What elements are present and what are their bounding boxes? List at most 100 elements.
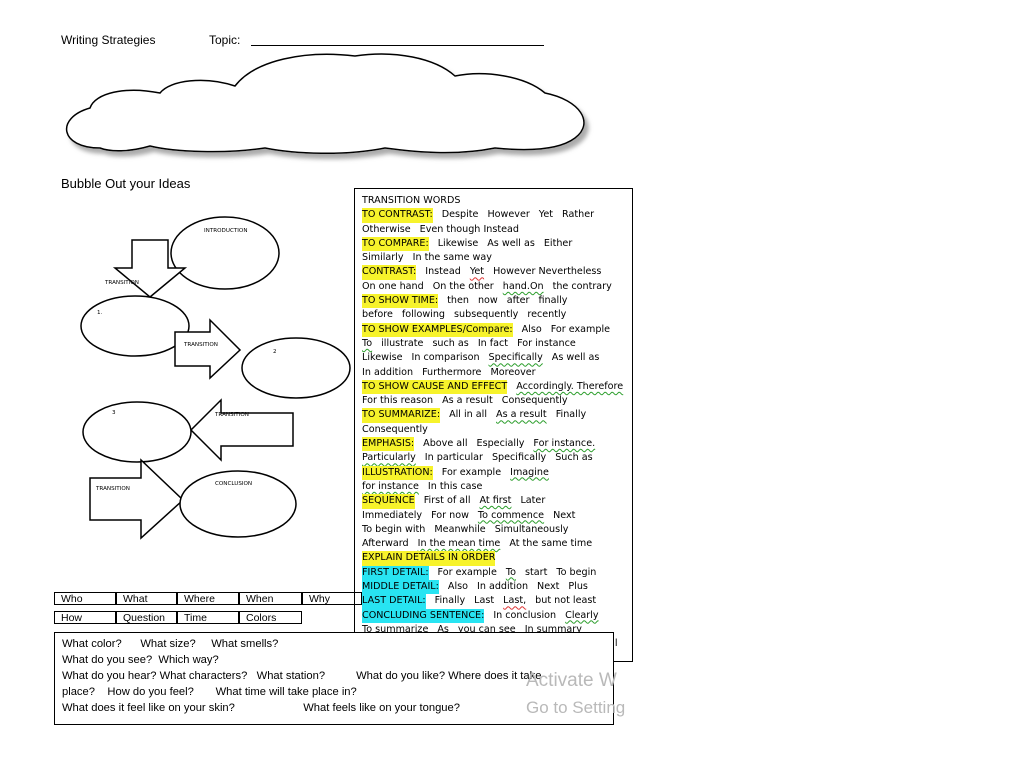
sensory-prompts-box: What color? What size? What smells?What … [54, 632, 614, 725]
transition-word: Either [543, 237, 573, 249]
transition-word: but not least [535, 595, 597, 607]
transition-word: However [487, 209, 530, 221]
transition-word: For instance [517, 337, 576, 349]
introduction-bubble [170, 216, 280, 290]
transition-word: In fact [477, 337, 509, 349]
transition-word: All in all [449, 409, 488, 421]
topic-label: Topic: [209, 33, 241, 47]
transition-word: illustrate [381, 337, 424, 349]
activate-windows-watermark: Activate W [526, 670, 617, 691]
transition-arrow-left [189, 398, 294, 462]
transition-word: In particular [424, 452, 483, 464]
transition-word: Immediately [362, 509, 423, 521]
transition-arrow-right-2 [89, 458, 185, 540]
transition-word: then [447, 295, 469, 307]
transition-word: Even though Instead [419, 223, 519, 235]
transition-word: Meanwhile [434, 523, 486, 535]
transition-category: LAST DETAIL: [362, 594, 426, 609]
transition-word: In the mean time [417, 538, 501, 550]
transition-word: Consequently [362, 423, 428, 435]
transition-label-4: TRANSITION [95, 486, 130, 492]
transition-word: Next [553, 509, 576, 521]
transition-word: To [505, 566, 516, 578]
transition-row: LAST DETAIL: Finally Last Last, but not leas… [362, 594, 623, 609]
cloud-shape [65, 53, 585, 154]
conclusion-bubble [179, 470, 297, 538]
transition-category: EMPHASIS: [362, 437, 415, 452]
transition-word: Also [447, 581, 468, 593]
transition-row: For this reason As a result Consequently [362, 394, 623, 408]
transition-word: such as [432, 337, 469, 349]
transition-words-title: TRANSITION WORDS [362, 195, 461, 206]
transition-category: TO SHOW TIME: [362, 294, 439, 309]
transition-label-2: TRANSITION [183, 342, 218, 348]
go-to-settings-watermark: Go to Setting [526, 698, 626, 717]
transition-category: TO SHOW EXAMPLES/Compare: [362, 322, 513, 337]
transition-word: Accordingly. Therefore [516, 380, 624, 392]
transition-word: Specifically [488, 352, 543, 364]
transition-word: after [506, 295, 530, 307]
transition-word: Also [521, 323, 542, 335]
transition-word: Imagine [510, 466, 549, 478]
transition-word: For example [437, 566, 497, 578]
question-word-cell: Who [54, 592, 116, 605]
transition-word: Last, [503, 595, 527, 607]
transition-word: In comparison [411, 352, 480, 364]
transition-word: Particularly [362, 452, 416, 464]
transition-word: Instead [425, 266, 461, 278]
prompt-line: What does it feel like on your skin? Wha… [62, 702, 460, 714]
essay-diagram: INTRODUCTION TRANSITION 1. TRANSITION 2 … [80, 216, 351, 540]
transition-word: recently [527, 309, 567, 321]
transition-word: To begin [556, 566, 597, 578]
transition-category: TO SUMMARIZE: [362, 408, 441, 423]
transition-word: However Nevertheless [493, 266, 602, 278]
question-word-cell: What [116, 592, 177, 605]
body-bubble-3 [82, 401, 192, 463]
transition-word: As a result [442, 395, 493, 407]
transition-word: Similarly [362, 252, 404, 264]
bubble-title-text: Bubble Out your Ideas [61, 176, 191, 191]
transition-word: Last [474, 595, 495, 607]
question-word-cell: When [239, 592, 302, 605]
transition-word: For this reason [362, 395, 434, 407]
transition-word: the contrary [552, 280, 612, 292]
transition-word: before [362, 309, 393, 321]
node-1-label: 1. [97, 310, 103, 316]
transition-word: finally [538, 295, 568, 307]
transition-category: CONCLUDING SENTENCE: [362, 608, 485, 623]
transition-word: Consequently [501, 395, 568, 407]
transition-word: For now [431, 509, 469, 521]
transition-word: Yet [469, 266, 485, 278]
transition-word: Specifically [491, 452, 547, 464]
question-word-cell: Question [116, 611, 177, 624]
transition-word: hand.On [502, 280, 544, 292]
transition-word: In addition [476, 581, 529, 593]
transition-word: As well as [551, 352, 600, 364]
transition-word: As [437, 623, 449, 635]
transition-word: Finally [434, 595, 466, 607]
node-3-label: 3 [112, 410, 116, 416]
transition-label-3: TRANSITION [214, 412, 249, 418]
question-word-cell: Time [177, 611, 239, 624]
transition-word: As well as [487, 237, 535, 249]
transition-word: In conclusion [493, 609, 557, 621]
transition-word: In the same way [412, 252, 492, 264]
transition-label-1: TRANSITION [104, 280, 139, 286]
transition-word: On the other [432, 280, 494, 292]
